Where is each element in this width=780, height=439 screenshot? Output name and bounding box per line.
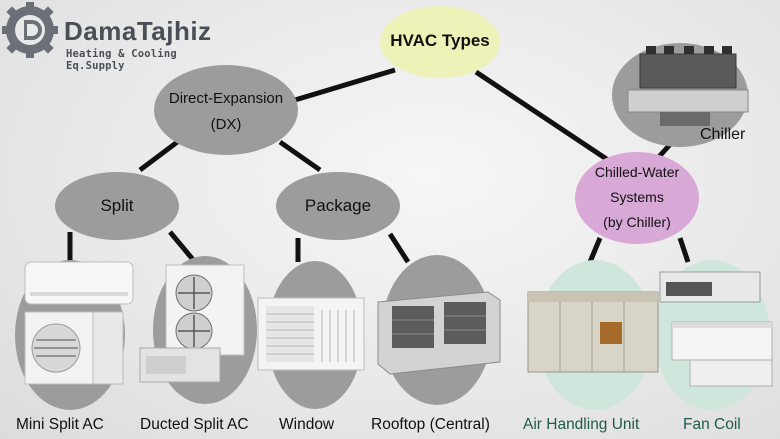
edge-package-rooftop <box>387 232 411 264</box>
brand-tagline: Heating & Cooling Eq.Supply <box>66 48 177 72</box>
caption-window: Window <box>279 416 335 433</box>
mini-split-image <box>24 261 134 385</box>
ducted-split-image <box>139 264 245 383</box>
chilled-node <box>575 152 699 244</box>
root-node <box>380 6 500 78</box>
chiller-label: Chiller <box>700 126 746 143</box>
chilled-label-line3: (by Chiller) <box>603 214 671 230</box>
window-ac-image <box>257 297 365 371</box>
root-label: HVAC Types <box>390 31 490 50</box>
dx-node <box>154 65 298 155</box>
package-label: Package <box>304 196 372 215</box>
fan-coil-image <box>659 271 773 387</box>
rooftop-image <box>377 291 501 375</box>
split-node <box>55 172 179 240</box>
edge-dx-package <box>278 139 322 173</box>
gear-logo-icon <box>2 2 58 58</box>
dx-label: Direct-Expansion (DX) <box>154 86 298 138</box>
edge-root-dx <box>284 67 396 106</box>
package-node <box>276 172 400 240</box>
chilled-label-line1: Chilled-Water <box>594 164 680 180</box>
edge-root-chilled <box>474 69 610 163</box>
edge-chilled-ahu <box>587 237 603 263</box>
edge-dx-split <box>138 138 182 172</box>
split-label: Split <box>100 196 134 215</box>
dx-label-line2: (DX) <box>210 116 242 133</box>
brand-logo: DamaTajhiz Heating & Cooling Eq.Supply <box>2 4 242 72</box>
caption-ducted-split: Ducted Split AC <box>140 416 249 433</box>
ahu-image <box>527 291 659 373</box>
edge-split-ducted <box>168 230 197 264</box>
chilled-label: Chilled-Water Systems (by Chiller) <box>575 160 699 235</box>
chilled-label-line2: Systems <box>610 189 664 205</box>
caption-mini-split: Mini Split AC <box>16 416 104 433</box>
dx-label-line1: Direct-Expansion <box>168 90 284 107</box>
chiller-image <box>627 46 749 126</box>
brand-name: DamaTajhiz <box>64 16 212 46</box>
caption-ahu: Air Handling Unit <box>523 416 640 433</box>
edge-chilled-fancoil <box>677 237 691 263</box>
caption-fan-coil: Fan Coil <box>683 416 741 433</box>
caption-rooftop: Rooftop (Central) <box>371 416 490 433</box>
